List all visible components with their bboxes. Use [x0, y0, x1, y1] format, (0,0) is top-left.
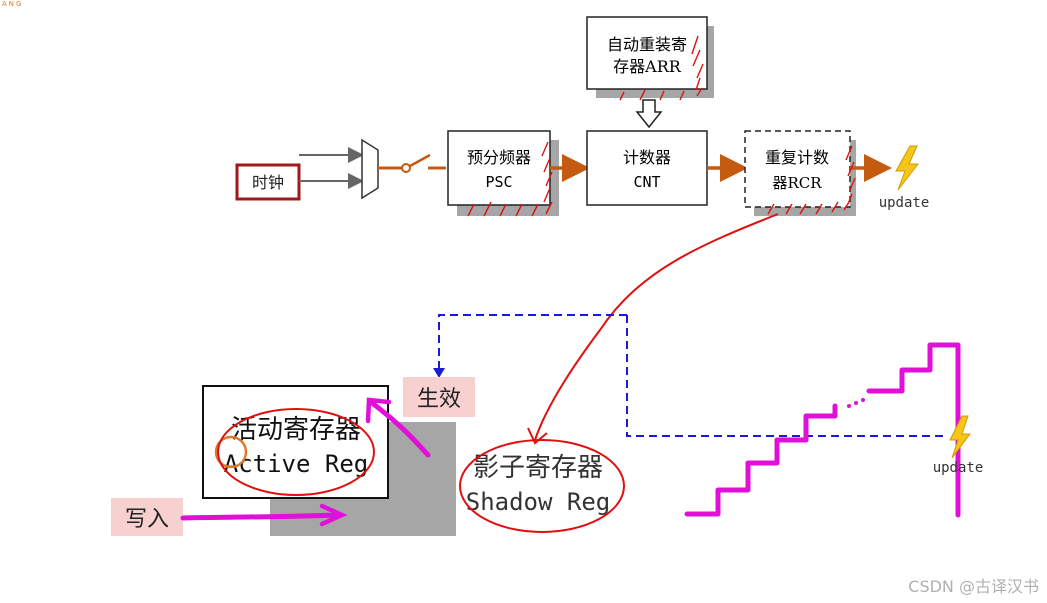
rcr-label-line1: 重复计数: [765, 148, 829, 167]
active-reg-zh: 活动寄存器: [231, 415, 361, 445]
csdn-watermark: CSDN @古译汉书: [908, 577, 1039, 596]
magenta-effect-arrow: [369, 400, 431, 458]
psc-label-line2: PSC: [485, 173, 512, 191]
effect-label-bg: [403, 377, 475, 417]
magenta-write-arrow: [180, 512, 341, 521]
switch-pivot: [401, 163, 411, 173]
arr-to-cnt-arrow: [635, 99, 663, 129]
update-label-bottom: update: [933, 460, 984, 476]
clock-block: 时钟: [235, 163, 301, 201]
corner-watermark: ANG: [2, 0, 24, 8]
psc-block: 预分频器 PSC: [447, 130, 559, 216]
active-reg-en: Active Reg: [224, 450, 369, 478]
cnt-block: 计数器 CNT: [586, 130, 708, 206]
blue-dashed-line-upper: [438, 314, 627, 372]
arr-label-line1: 自动重装寄: [607, 35, 687, 54]
magenta-write-arrowhead: [319, 503, 348, 527]
effect-label: 生效: [417, 387, 461, 412]
arr-label-line2: 存器ARR: [613, 57, 682, 76]
magenta-staircase-top: [866, 342, 961, 518]
red-hatch-marks: [467, 35, 856, 217]
switch-lever: [409, 153, 431, 168]
lightning-icon: [895, 145, 920, 191]
arr-block: 自动重装寄 存器ARR: [586, 16, 714, 98]
shadow-reg-zh: 影子寄存器: [473, 453, 603, 483]
orange-highlight-circle: [214, 435, 248, 469]
magenta-staircase: [684, 403, 838, 517]
active-reg-red-circle: [217, 408, 375, 496]
write-label-bg: [111, 498, 183, 536]
red-pointer-head: [527, 427, 548, 445]
cnt-label-line1: 计数器: [623, 148, 671, 167]
magenta-effect-arrowhead: [365, 397, 392, 424]
cnt-label-line2: CNT: [633, 173, 660, 191]
shadow-reg-en: Shadow Reg: [466, 488, 611, 516]
rcr-label-line2: 器RCR: [772, 174, 822, 192]
rcr-block: 重复计数 器RCR: [744, 130, 856, 216]
lightning-icon-bottom: [949, 415, 971, 459]
staircase-ellipsis-dots: [847, 398, 865, 408]
red-pointer-curve: [534, 213, 779, 441]
write-label: 写入: [125, 507, 169, 532]
psc-label-line1: 预分频器: [467, 148, 531, 167]
clock-label: 时钟: [252, 173, 284, 192]
update-label-top: update: [879, 195, 930, 211]
multiplexer: [361, 138, 379, 200]
shadow-reg-red-circle: [459, 439, 625, 533]
blue-dashed-arrowhead: [433, 368, 445, 378]
blue-dashed-line-lower: [626, 315, 948, 437]
